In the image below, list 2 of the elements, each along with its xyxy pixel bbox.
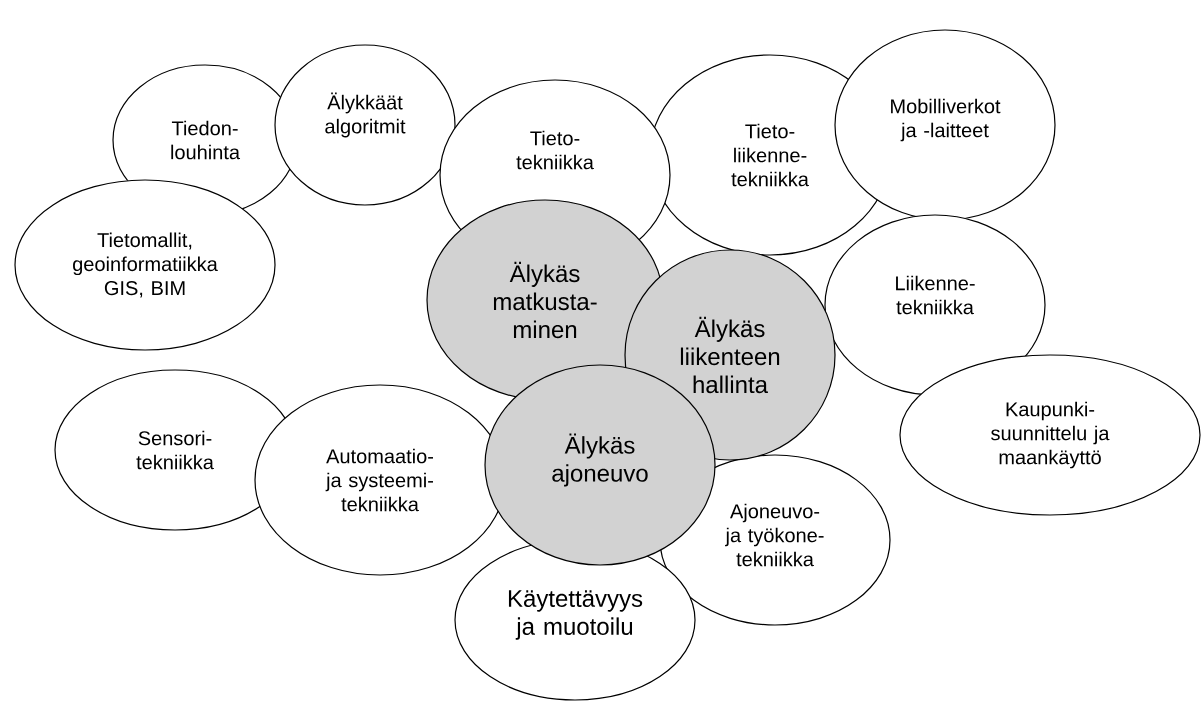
node-label: Kaupunki- suunnittelu ja maankäyttö [991,401,1110,469]
node-label: Käytettävyys ja muotoilu [508,590,643,640]
